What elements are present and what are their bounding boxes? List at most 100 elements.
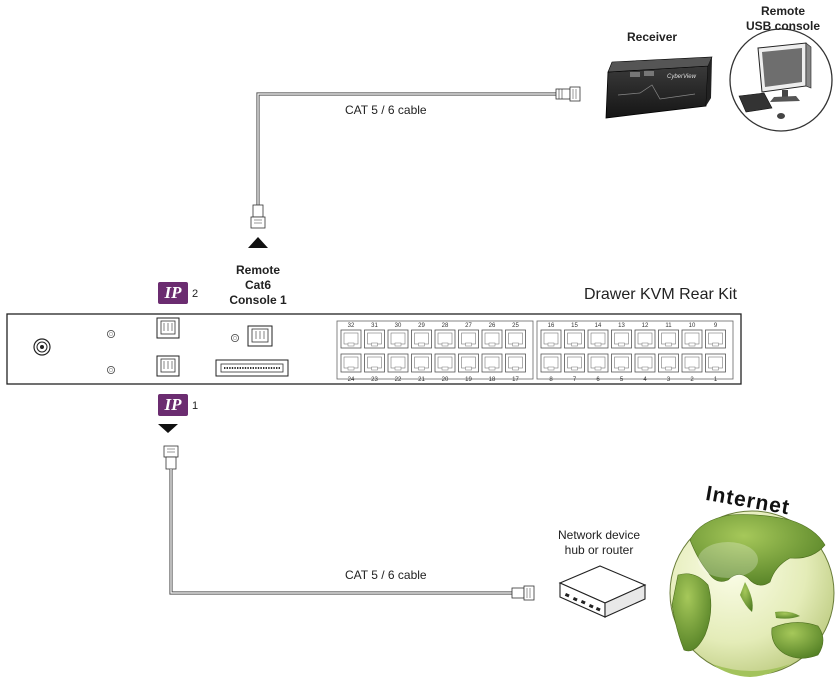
rj45-plug-network-end: [511, 585, 535, 601]
kvm-port-label-18: 18: [489, 377, 496, 383]
kvm-port-13: [611, 329, 632, 349]
rj45-plug-receiver-end: [555, 86, 581, 102]
kvm-port-14: [587, 329, 609, 349]
remote-cat6-line3: Console 1: [229, 293, 287, 307]
kvm-port-18: [481, 353, 503, 373]
kvm-port-label-2: 2: [690, 377, 694, 383]
kvm-port-label-19: 19: [465, 377, 472, 383]
kvm-port-24: [340, 353, 362, 373]
remote-usb-console-illustration: [729, 28, 833, 132]
kvm-port-label-17: 17: [512, 377, 519, 383]
kvm-port-label-6: 6: [596, 377, 600, 383]
receiver-brand-logo: CyberView: [667, 74, 697, 80]
kvm-port-30: [387, 329, 409, 349]
kvm-port-label-14: 14: [595, 323, 602, 329]
ip-badge-1: IP: [158, 394, 188, 416]
ip-number-1: 1: [192, 400, 199, 412]
kvm-port-4: [634, 353, 656, 373]
kvm-port-label-4: 4: [643, 377, 647, 383]
kvm-port-29: [411, 329, 432, 349]
kvm-port-label-23: 23: [371, 377, 378, 383]
kvm-port-26: [481, 329, 503, 349]
kvm-port-label-15: 15: [571, 323, 578, 329]
kvm-port-10: [681, 329, 703, 349]
kvm-port-label-21: 21: [418, 377, 425, 383]
kvm-port-label-8: 8: [549, 377, 553, 383]
cable-bottom-label: CAT 5 / 6 cable: [345, 568, 427, 582]
kvm-port-label-10: 10: [689, 323, 696, 329]
ip-port-2: [156, 317, 180, 339]
kvm-port-label-3: 3: [667, 377, 671, 383]
kvm-port-11: [658, 329, 679, 349]
kvm-port-label-30: 30: [395, 323, 402, 329]
network-device-label: Network device hub or router: [548, 528, 650, 558]
kvm-port-28: [434, 329, 456, 349]
rj45-plug-kvm-top: [250, 204, 266, 229]
kvm-port-22: [387, 353, 409, 373]
kvm-port-6: [587, 353, 609, 373]
internet-globe-icon: [669, 510, 835, 677]
kvm-port-label-26: 26: [489, 323, 496, 329]
remote-usb-line1: Remote: [760, 4, 805, 18]
kvm-port-8: [540, 353, 562, 373]
remote-usb-console-label: Remote USB console: [738, 4, 828, 34]
receiver-device: CyberView: [605, 56, 713, 119]
kvm-port-label-12: 12: [642, 323, 649, 329]
remote-cat6-console-label: Remote Cat6 Console 1: [215, 263, 301, 308]
kvm-port-7: [564, 353, 585, 373]
kvm-port-label-32: 32: [348, 323, 355, 329]
kvm-port-31: [364, 329, 385, 349]
network-line2: hub or router: [564, 543, 634, 557]
arrow-down-icon: [158, 424, 178, 433]
kvm-port-23: [364, 353, 385, 373]
kvm-port-1: [705, 353, 726, 373]
kvm-port-label-22: 22: [395, 377, 402, 383]
kvm-port-15: [564, 329, 585, 349]
daisy-chain-connector: [215, 359, 289, 377]
kvm-port-label-24: 24: [348, 377, 355, 383]
kvm-port-20: [434, 353, 456, 373]
ip-badge-2: IP: [158, 282, 188, 304]
kvm-port-27: [458, 329, 479, 349]
kvm-port-label-31: 31: [371, 323, 378, 329]
kvm-port-3: [658, 353, 679, 373]
kvm-port-label-29: 29: [418, 323, 425, 329]
kvm-port-12: [634, 329, 656, 349]
kvm-port-25: [505, 329, 526, 349]
screw-holes: [106, 329, 240, 375]
kvm-port-label-9: 9: [714, 323, 718, 329]
kvm-port-21: [411, 353, 432, 373]
kvm-port-label-7: 7: [573, 377, 577, 383]
kvm-port-9: [705, 329, 726, 349]
kvm-port-label-11: 11: [665, 323, 672, 329]
kvm-port-label-28: 28: [442, 323, 449, 329]
network-line1: Network device: [557, 528, 641, 542]
kvm-port-label-27: 27: [465, 323, 472, 329]
kvm-port-label-1: 1: [714, 377, 718, 383]
ip-port-1: [156, 355, 180, 377]
port-bank-b: [536, 320, 734, 380]
kvm-port-16: [540, 329, 562, 349]
kvm-port-label-16: 16: [548, 323, 555, 329]
remote-console-port: [247, 325, 273, 347]
kvm-port-label-25: 25: [512, 323, 519, 329]
kvm-port-19: [458, 353, 479, 373]
kvm-port-label-20: 20: [442, 377, 449, 383]
kvm-port-label-13: 13: [618, 323, 625, 329]
kit-title: Drawer KVM Rear Kit: [584, 286, 737, 303]
top-cable: [248, 86, 581, 248]
kvm-port-5: [611, 353, 632, 373]
ip-number-2: 2: [192, 288, 199, 300]
kvm-port-2: [681, 353, 703, 373]
rj45-plug-kvm-bottom: [163, 445, 179, 470]
receiver-label: Receiver: [627, 30, 678, 44]
remote-usb-line2: USB console: [745, 19, 820, 33]
remote-cat6-line2: Cat6: [244, 278, 271, 292]
kvm-port-32: [340, 329, 362, 349]
arrow-up-icon: [248, 237, 268, 248]
kvm-port-17: [505, 353, 526, 373]
